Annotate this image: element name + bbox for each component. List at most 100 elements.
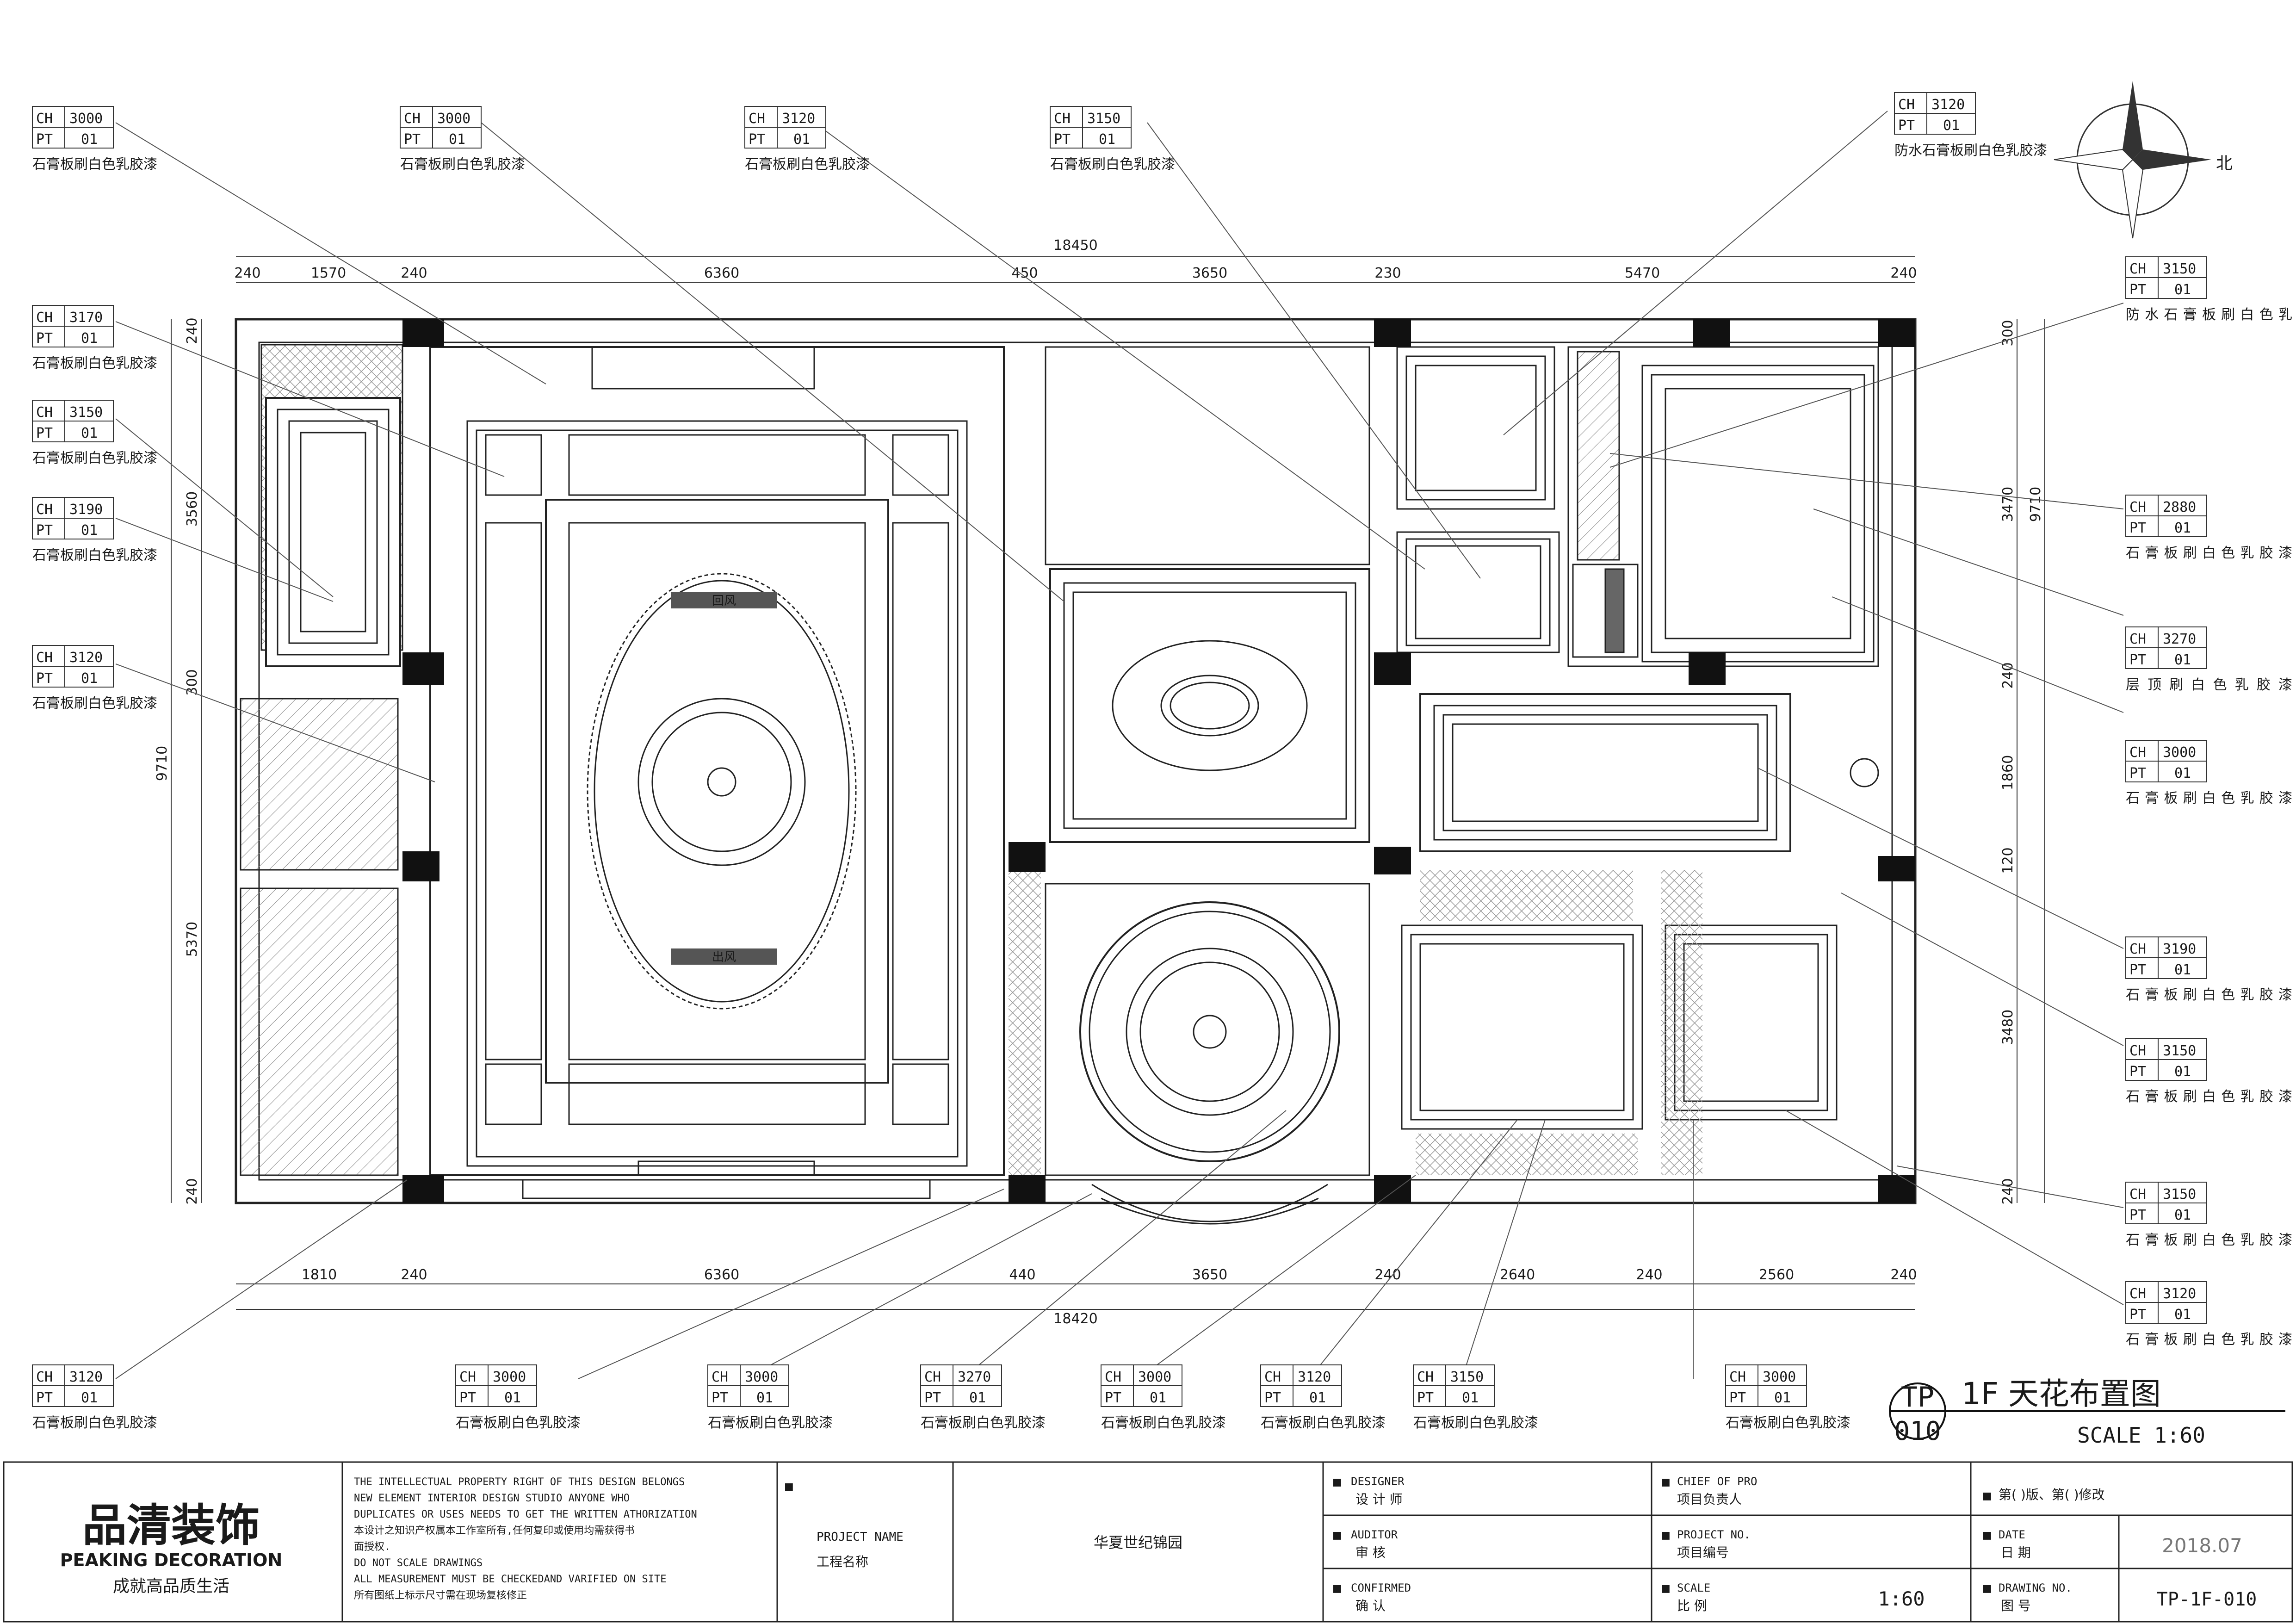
bottom-dim: 1810 [302, 1267, 337, 1283]
top-dim: 240 [234, 265, 260, 281]
left-dim: 300 [184, 669, 200, 695]
tag-paint-code: 01 [1943, 118, 1960, 134]
tag-pt-label: PT [2129, 520, 2146, 536]
left-dim: 3560 [184, 491, 200, 527]
tag-height: 2880 [2163, 499, 2196, 515]
living-room-ceiling [429, 346, 1005, 1176]
top-dim: 240 [1890, 265, 1917, 281]
tag-pt-label: PT [36, 1390, 53, 1406]
tag-height: 3270 [2163, 631, 2196, 647]
tag-ch-label: CH [2129, 1286, 2146, 1302]
tag-note: 石膏板刷白色乳胶漆 [2126, 1089, 2292, 1105]
dining-room-ceiling [1049, 568, 1370, 843]
leader-lines [115, 111, 2124, 1379]
tag-height: 3000 [2163, 744, 2196, 761]
tag-paint-code: 01 [81, 1390, 98, 1406]
left-glass-1 [240, 698, 399, 871]
tag-ch-label: CH [924, 1369, 941, 1385]
tag-ch-label: CH [404, 111, 421, 127]
tag-height: 3120 [1298, 1369, 1331, 1385]
foyer-dome [1079, 901, 1340, 1162]
tag-ch-label: CH [2129, 261, 2146, 277]
tag-ch-label: CH [1417, 1369, 1434, 1385]
return-air-label: 回风 [712, 594, 736, 608]
tag-ch-label: CH [1264, 1369, 1281, 1385]
tag-pt-label: PT [2129, 1207, 2146, 1223]
tag-paint-code: 01 [969, 1390, 986, 1406]
tag-paint-code: 01 [449, 131, 465, 148]
tag-paint-code: 01 [81, 131, 98, 148]
tag-note: 石膏板刷白色乳胶漆 [456, 1415, 581, 1431]
tag-note: 石膏板刷白色乳胶漆 [32, 547, 157, 564]
drawing-number: 010 [1894, 1416, 1941, 1446]
right-dim: 1860 [2000, 755, 2016, 790]
north-label: 北 [2216, 154, 2233, 173]
tag-paint-code: 01 [1774, 1390, 1791, 1406]
tag-paint-code: 01 [793, 131, 810, 148]
tag-note: 石膏板刷白色乳胶漆 [400, 156, 525, 173]
tag-pt-label: PT [2129, 1064, 2146, 1080]
tag-ch-label: CH [2129, 1186, 2146, 1203]
tag-pt-label: PT [2129, 765, 2146, 781]
tag-pt-label: PT [36, 131, 53, 148]
designer-cn: 设 计 师 [1355, 1492, 1403, 1507]
left-dim: 240 [184, 1178, 200, 1204]
bottom-dim: 2560 [1759, 1267, 1794, 1283]
tag-paint-code: 01 [1099, 131, 1115, 148]
tag-ch-label: CH [2129, 1043, 2146, 1059]
tag-height: 3120 [782, 111, 815, 127]
title-block [3, 1461, 2293, 1623]
bottom-dim: 240 [1890, 1267, 1917, 1283]
tag-height: 3000 [69, 111, 103, 127]
top-dim: 3650 [1192, 265, 1227, 281]
right-total-dim: 9710 [2028, 487, 2044, 522]
project-no-en: PROJECT NO. [1677, 1528, 1751, 1541]
tag-paint-code: 01 [81, 522, 98, 539]
tag-pt-label: PT [924, 1390, 941, 1406]
supply-air-vent [671, 948, 777, 965]
tag-pt-label: PT [36, 330, 53, 347]
right-dimension-text: 300 3470 240 1860 120 3480 240 9710 [2000, 320, 2044, 1204]
bottom-dim: 440 [1009, 1267, 1035, 1283]
tag-pt-label: PT [36, 670, 53, 687]
revision-text: 第( )版、第( )修改 [1999, 1487, 2105, 1502]
drawing-no-value: TP-1F-010 [2157, 1589, 2257, 1610]
scale-en: SCALE [1677, 1581, 1710, 1594]
drawing-no-cn: 图 号 [2001, 1598, 2031, 1613]
bullet: ■ [1332, 1583, 1342, 1594]
tag-note: 石膏板刷白色乳胶漆 [2126, 1332, 2292, 1348]
designer-en: DESIGNER [1351, 1475, 1405, 1488]
bullet: ■ [1661, 1530, 1671, 1541]
tag-ch-label: CH [1729, 1369, 1746, 1385]
tag-height: 3120 [2163, 1286, 2196, 1302]
project-no-cn: 项目编号 [1677, 1545, 1729, 1560]
living-oval-cornice [587, 573, 857, 1010]
return-air-vent [671, 592, 777, 608]
tag-note: 石膏板刷白色乳胶漆 [32, 355, 157, 372]
date-value: 2018.07 [2162, 1534, 2242, 1557]
dimension-text: 18450 240 1570 240 6360 450 3650 230 547… [234, 237, 1917, 1327]
tag-ch-label: CH [36, 404, 53, 421]
tag-ch-label: CH [712, 1369, 728, 1385]
tag-ch-label: CH [2129, 499, 2146, 515]
bedroom-2-ceiling [1401, 924, 1643, 1130]
tag-paint-code: 01 [2174, 282, 2191, 298]
tag-note: 石膏板刷白色乳胶漆 [1050, 156, 1175, 173]
tag-ch-label: CH [2129, 631, 2146, 647]
chief-cn: 项目负责人 [1677, 1492, 1742, 1507]
tag-paint-code: 01 [1462, 1390, 1479, 1406]
bottom-total-dim: 18420 [1053, 1311, 1097, 1327]
tag-note: 石膏板刷白色乳胶漆 [2126, 1232, 2292, 1248]
tag-height: 3150 [2163, 1186, 2196, 1203]
structural-columns [402, 319, 1915, 1203]
